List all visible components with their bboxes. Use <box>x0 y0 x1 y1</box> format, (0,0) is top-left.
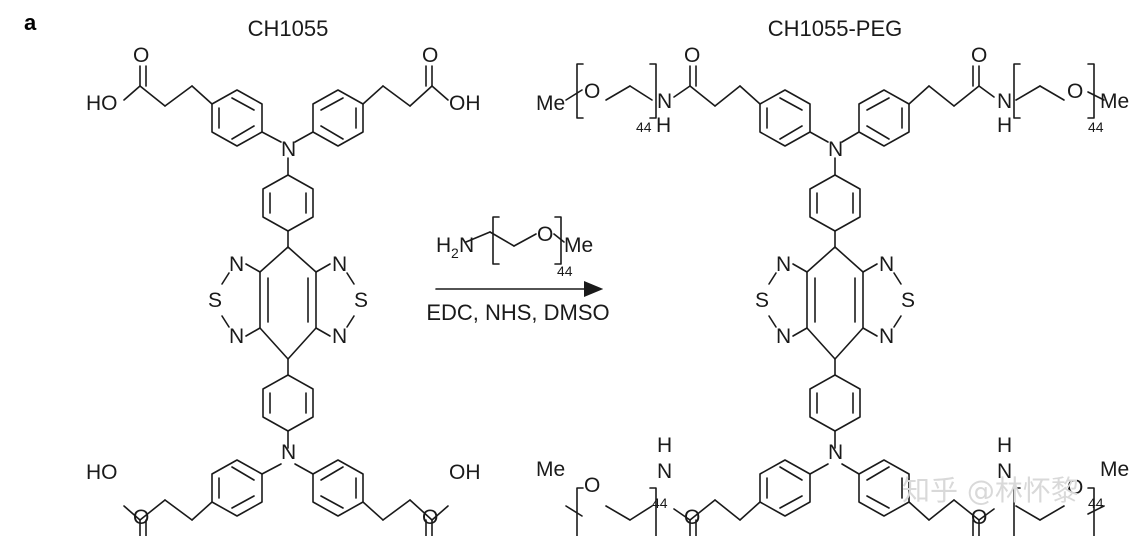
amide-n-top-left: N <box>657 90 672 113</box>
thiadiazole-n: N <box>229 253 244 276</box>
thiadiazole-n: N <box>776 325 791 348</box>
amide-n-bottom-left: N <box>657 460 672 483</box>
reagent-h2-subscript: 2 <box>451 245 459 261</box>
amide-n-bottom-right: N <box>997 460 1012 483</box>
methyl-bottom-right: Me <box>1100 458 1129 481</box>
thiadiazole-s: S <box>755 289 769 312</box>
amide-h-top-right: H <box>997 114 1012 137</box>
carbonyl-o-top-left: O <box>133 44 149 67</box>
amine-n-top: N <box>828 138 843 161</box>
peg-o-top-left: O <box>584 80 600 103</box>
hydroxyl-bottom-left: HO <box>86 461 118 484</box>
thiadiazole-n: N <box>332 253 347 276</box>
reagent-o: O <box>537 223 553 246</box>
amine-n-top: N <box>281 138 296 161</box>
ch1055-structure: N N HO O OH O HO O OH O N N S N N S <box>86 44 481 536</box>
carbonyl-o-bottom-right: O <box>422 506 438 529</box>
amide-h-bottom-left: H <box>657 434 672 457</box>
amine-n-bottom: N <box>281 441 296 464</box>
hydroxyl-bottom-right: OH <box>449 461 481 484</box>
hydroxyl-top-right: OH <box>449 92 481 115</box>
carbonyl-o-bottom-left: O <box>133 506 149 529</box>
peg-o-top-right: O <box>1067 80 1083 103</box>
reagent-me: Me <box>564 234 593 257</box>
reaction-conditions: EDC, NHS, DMSO <box>426 300 609 325</box>
thiadiazole-s: S <box>901 289 915 312</box>
amide-h-top-left: H <box>656 114 671 137</box>
thiadiazole-n: N <box>332 325 347 348</box>
peg-count-bottom-left: 44 <box>652 495 668 511</box>
thiadiazole-n: N <box>229 325 244 348</box>
thiadiazole-n: N <box>776 253 791 276</box>
methyl-bottom-left: Me <box>536 458 565 481</box>
reagent-h: H <box>436 234 451 257</box>
ch1055-peg-structure: N N N N S N N S Me O 44 H N O O N H O Me… <box>536 44 1129 536</box>
peg-count-top-right: 44 <box>1088 119 1104 135</box>
peg-o-bottom-left: O <box>584 474 600 497</box>
amide-h-bottom-right: H <box>997 434 1012 457</box>
peg-o-bottom-right: O <box>1067 476 1083 499</box>
panel-label: a <box>24 10 37 35</box>
carbonyl-o-top-right: O <box>422 44 438 67</box>
thiadiazole-s: S <box>354 289 368 312</box>
amide-o-top-right: O <box>971 44 987 67</box>
peg-count-top-left: 44 <box>636 119 652 135</box>
amine-n-bottom: N <box>828 441 843 464</box>
thiadiazole-n: N <box>879 325 894 348</box>
reaction-arrow: H 2 N O Me 44 EDC, NHS, DMSO <box>426 216 610 325</box>
left-compound-title: CH1055 <box>248 16 329 41</box>
amide-o-top-left: O <box>684 44 700 67</box>
hydroxyl-top-left: HO <box>86 92 118 115</box>
watermark-text: 知乎 @林怀黎 <box>902 474 1079 507</box>
thiadiazole-n: N <box>879 253 894 276</box>
right-compound-title: CH1055-PEG <box>768 16 903 41</box>
methyl-top-left: Me <box>536 92 565 115</box>
reagent-n: N <box>459 234 474 257</box>
peg-count-bottom-right: 44 <box>1088 495 1104 511</box>
reagent-repeat-count: 44 <box>557 263 573 279</box>
thiadiazole-s: S <box>208 289 222 312</box>
amide-o-bottom-right: O <box>971 506 987 529</box>
amide-o-bottom-left: O <box>684 506 700 529</box>
methyl-top-right: Me <box>1100 90 1129 113</box>
amide-n-top-right: N <box>997 90 1012 113</box>
